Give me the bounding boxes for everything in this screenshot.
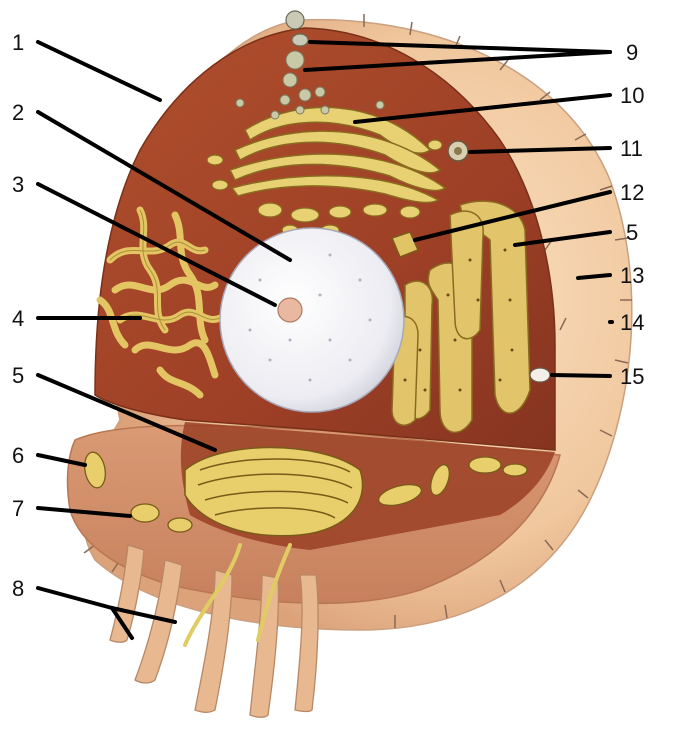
label-4: 4: [12, 306, 24, 331]
label-9: 9: [626, 40, 638, 65]
label-7: 7: [12, 496, 24, 521]
label-6: 6: [12, 443, 24, 468]
label-15: 15: [620, 364, 644, 389]
label-3: 3: [12, 172, 24, 197]
nucleolus: [278, 298, 302, 322]
label-8: 8: [12, 576, 24, 601]
lysosome: [448, 141, 468, 161]
label-12: 12: [620, 180, 644, 205]
label-13: 13: [620, 263, 644, 288]
label-5-left: 5: [12, 363, 24, 388]
label-14: 14: [620, 310, 644, 335]
label-5-right: 5: [626, 220, 638, 245]
label-11: 11: [620, 136, 643, 161]
pinocytotic-vesicle: [530, 368, 550, 382]
label-2: 2: [12, 100, 24, 125]
nucleus: [220, 228, 404, 412]
label-10: 10: [620, 83, 644, 108]
label-1: 1: [12, 30, 24, 55]
